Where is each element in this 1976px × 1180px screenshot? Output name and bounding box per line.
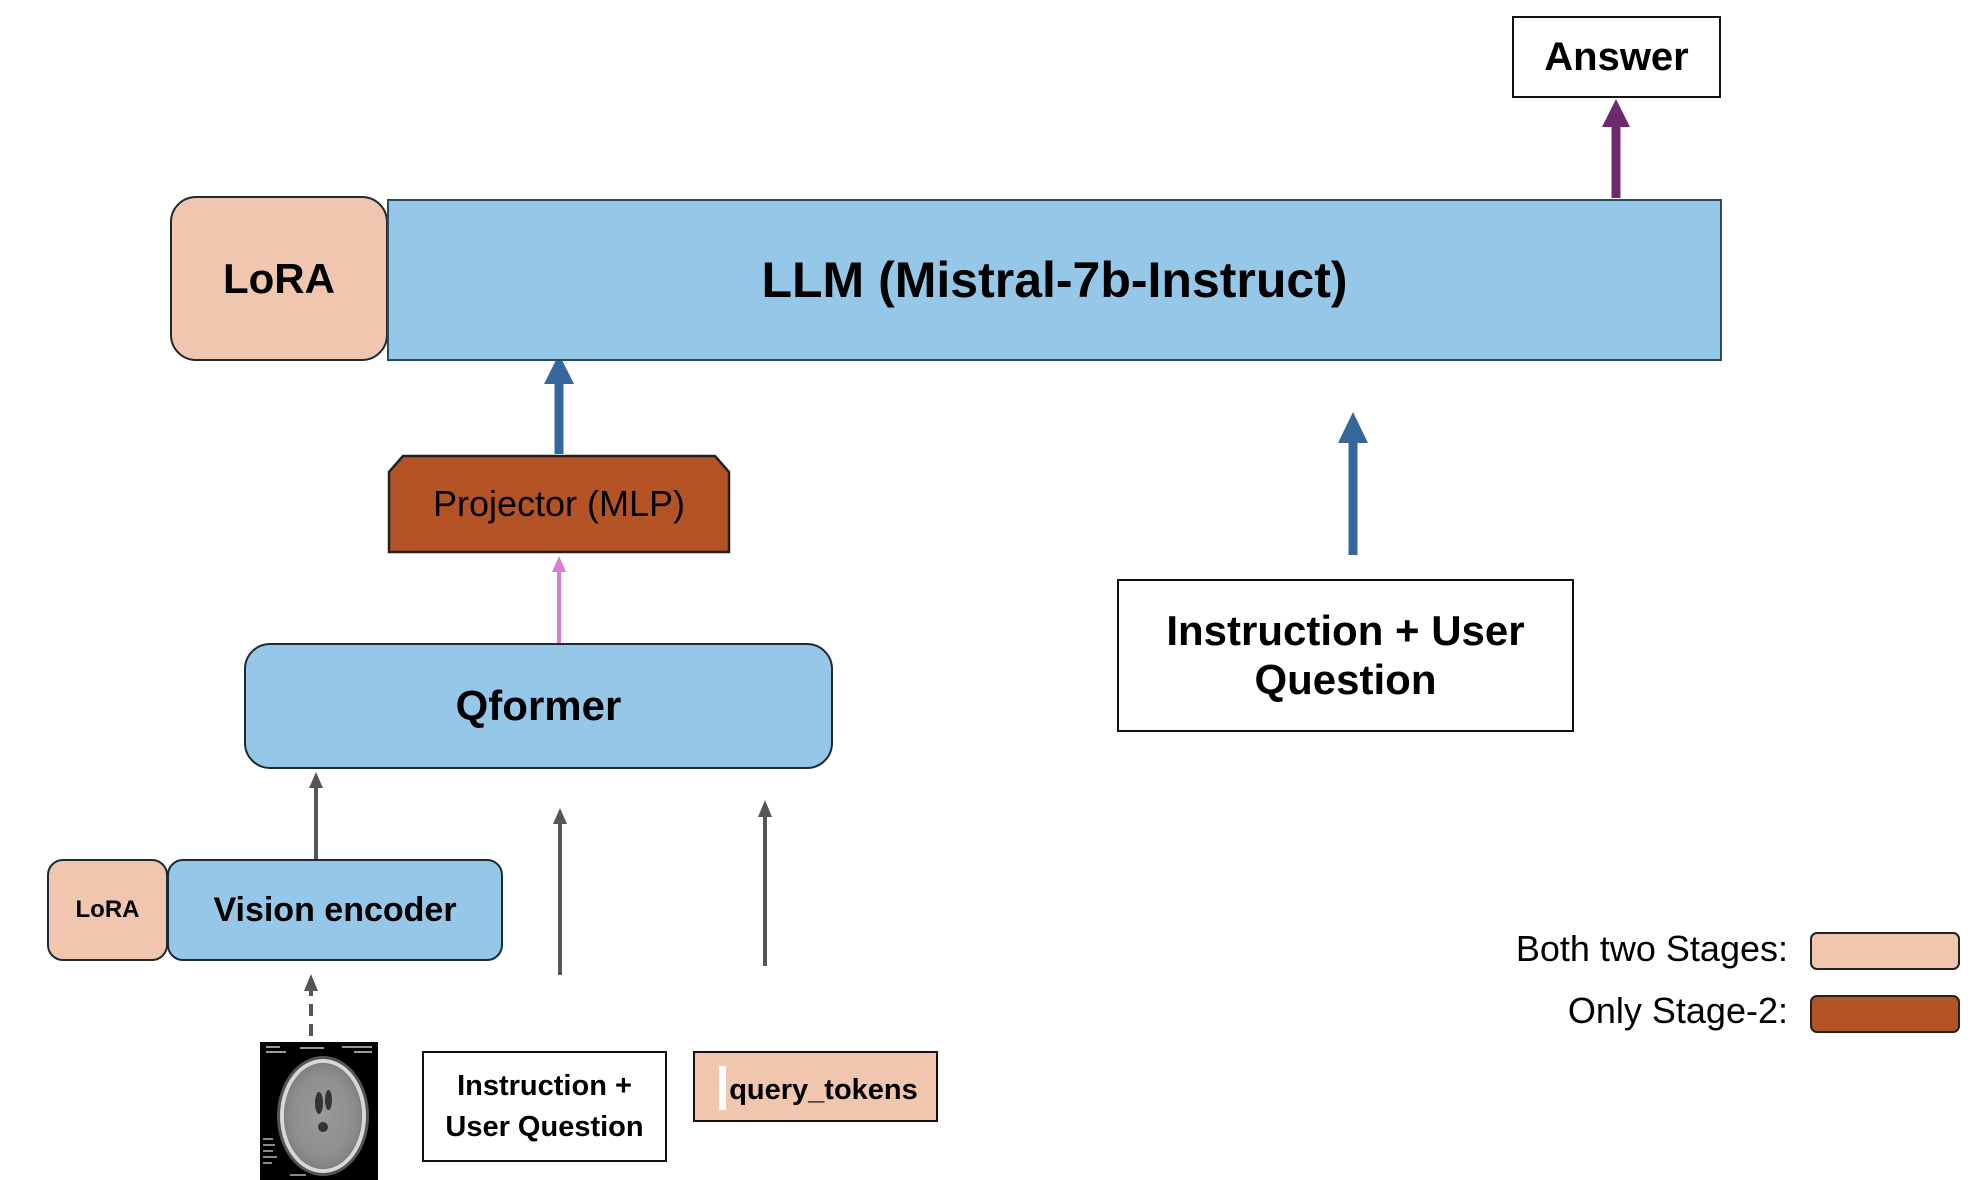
query-cursor-bar xyxy=(719,1066,726,1110)
ct-ventricle xyxy=(318,1122,328,1132)
instruction-small-line-1: Instruction + xyxy=(457,1069,632,1102)
brain-ct-scan-image xyxy=(260,1042,378,1180)
instruction-small-line-2: User Question xyxy=(445,1110,644,1143)
legend-both-stages-label: Both two Stages: xyxy=(1515,928,1788,969)
arrow-vision-to-qformer xyxy=(309,772,323,859)
vision-encoder-block: Vision encoder xyxy=(167,859,503,961)
arrow-instruction-to-qformer xyxy=(553,808,567,975)
instruction-user-question-llm-input: Instruction + User Question xyxy=(1117,579,1574,732)
qformer-block: Qformer xyxy=(244,643,833,769)
answer-box: Answer xyxy=(1512,16,1721,98)
legend-both-stages-swatch xyxy=(1810,932,1960,970)
arrow-instruction-to-llm xyxy=(1338,412,1368,555)
arrow-image-to-vision xyxy=(304,974,318,1036)
projector-block: Projector (MLP) xyxy=(387,454,731,554)
ct-ventricle xyxy=(325,1090,332,1110)
llm-block: LLM (Mistral-7b-Instruct) xyxy=(387,199,1722,361)
ct-ventricle xyxy=(315,1092,323,1114)
arrow-llm-to-answer xyxy=(1602,99,1630,198)
projector-label: Projector (MLP) xyxy=(432,483,686,524)
query-tokens-box: query_tokens xyxy=(693,1051,938,1122)
instruction-line-1: Instruction + User xyxy=(1166,607,1525,655)
arrow-qformer-to-projector xyxy=(552,556,566,643)
ct-brain-shape xyxy=(284,1063,362,1169)
arrow-projector-to-llm xyxy=(544,354,574,454)
query-tokens-label: query_tokens xyxy=(729,1074,918,1106)
lora-llm-adapter: LoRA xyxy=(170,196,388,361)
projector-shape xyxy=(387,454,731,554)
legend-only-stage2-swatch xyxy=(1810,995,1960,1033)
ct-header-text xyxy=(266,1046,372,1056)
legend-only-stage2-label: Only Stage-2: xyxy=(1567,990,1788,1031)
instruction-user-question-qformer-input: Instruction + User Question xyxy=(422,1051,667,1162)
lora-vision-adapter: LoRA xyxy=(47,859,168,961)
instruction-line-2: Question xyxy=(1254,655,1437,703)
arrow-query-to-qformer xyxy=(758,800,772,966)
